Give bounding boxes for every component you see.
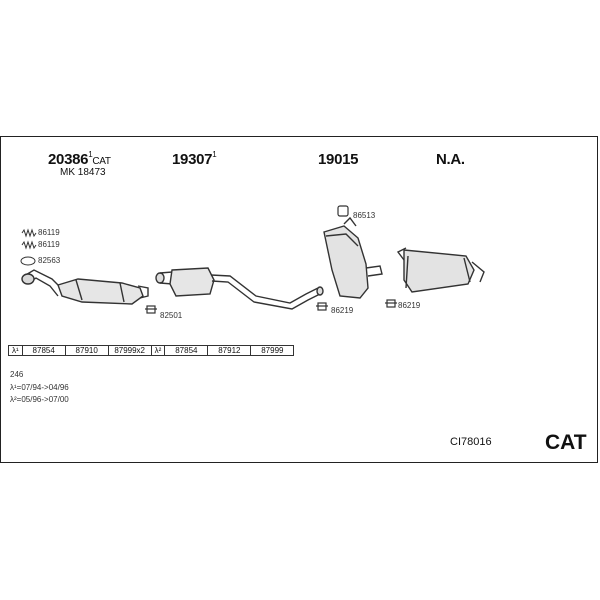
diagram-frame (0, 136, 598, 463)
section-1-part-number: 203861CAT (48, 150, 111, 168)
accessory-code: 82501 (160, 311, 183, 320)
note-lambda-2: λ²=05/96->07/00 (10, 395, 69, 404)
note-code: 246 (10, 370, 24, 379)
muffler-body (323, 216, 383, 299)
clamp-icon (145, 205, 397, 314)
table-cell: 87854 (164, 345, 209, 356)
section-4-part-number: N.A. (436, 151, 465, 168)
note-lambda-1: λ¹=07/94->04/96 (10, 383, 69, 392)
table-cell: 87910 (64, 345, 109, 356)
catalytic-converter-pipe (21, 269, 149, 305)
section-1-sub-label: MK 18473 (60, 167, 106, 178)
accessory-code: 86219 (331, 306, 354, 315)
table-cell: 87912 (207, 345, 252, 356)
section-2-part-number: 193071 (172, 150, 217, 168)
accessory-code: 86119 (38, 240, 60, 249)
cat-label: CAT (545, 431, 587, 454)
table-cell: 87999 (250, 345, 295, 356)
rear-silencer-body (396, 247, 485, 293)
reference-code: CI78016 (450, 436, 492, 448)
section-3-part-number: 19015 (318, 151, 359, 168)
accessory-code: 86219 (398, 301, 421, 310)
spring-icon (20, 228, 37, 266)
middle-silencer-pipe (155, 267, 324, 310)
table-cell: 87999x2 (107, 345, 152, 356)
lambda-1-label: λ¹ (8, 345, 23, 356)
accessory-code: 82563 (38, 256, 61, 265)
accessory-code: 86513 (353, 211, 376, 220)
table-cell: 87854 (21, 345, 66, 356)
accessory-code: 86119 (38, 228, 60, 237)
lambda-parts-table: λ¹ 87854 87910 87999x2 λ² 87854 87912 87… (8, 345, 295, 356)
lambda-2-label: λ² (150, 345, 166, 356)
